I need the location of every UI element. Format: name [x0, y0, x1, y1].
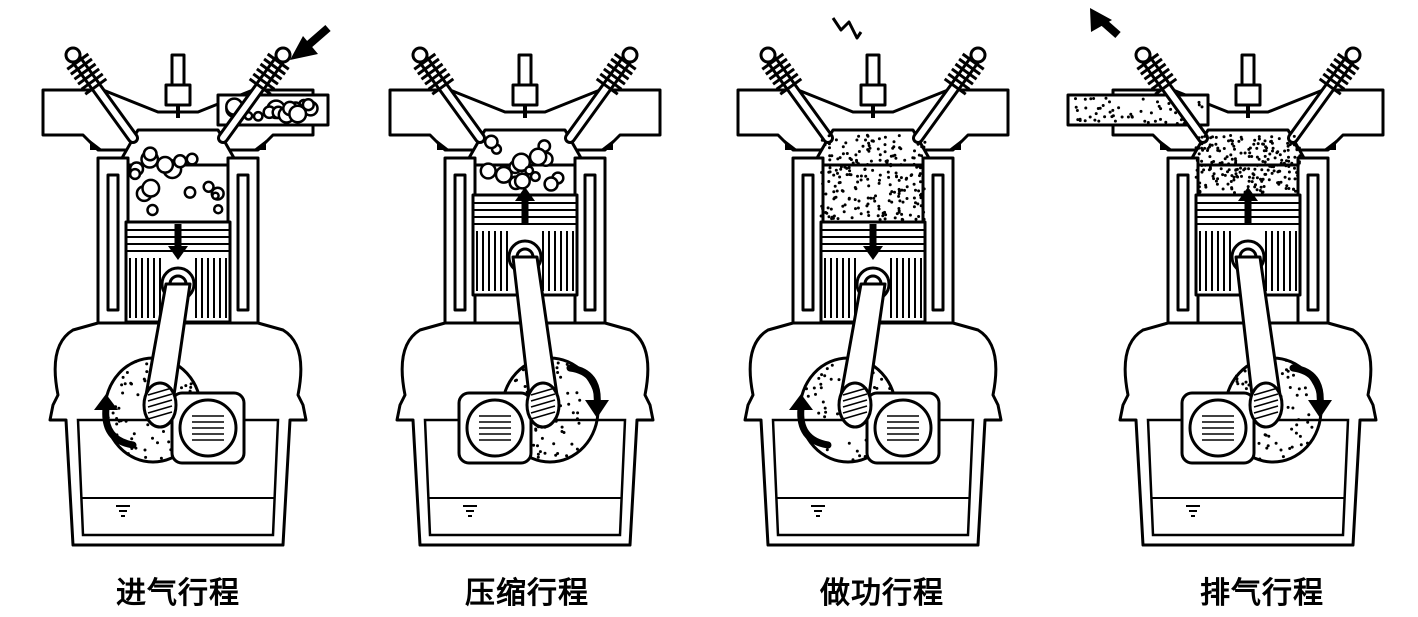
- exhaust-flow-arrow: [1090, 8, 1121, 38]
- exhaust-valve: [411, 46, 486, 144]
- crank-rotation-arrowhead: [789, 394, 813, 410]
- coolant-jacket-left: [106, 173, 120, 312]
- engine-3: [736, 17, 1010, 547]
- oil-level-symbol: [463, 505, 477, 517]
- head-notch-right: [1323, 140, 1336, 150]
- piston-down-arrow: [168, 224, 188, 260]
- coolant-jacket-right: [236, 173, 250, 312]
- oil-level-symbol: [1186, 505, 1200, 517]
- intake-flow-arrow: [290, 24, 331, 60]
- spark-plug: [859, 53, 887, 118]
- oil-sump-inner: [423, 418, 627, 537]
- engine-2: [388, 46, 662, 547]
- exhaust-valve: [1134, 46, 1209, 144]
- engine-4: [1066, 8, 1385, 547]
- cylinder-gas: [819, 133, 927, 222]
- intake-valve: [1287, 46, 1362, 144]
- head-notch-left: [90, 140, 103, 150]
- crank-rotation-arrowhead: [585, 400, 609, 418]
- head-notch-left: [437, 140, 450, 150]
- oil-level-symbol: [116, 505, 130, 517]
- crank-rotation-arrow: [566, 364, 601, 409]
- crank-pin: [142, 381, 178, 429]
- engine-1: [41, 24, 331, 547]
- head-notch-left: [785, 140, 798, 150]
- coolant-jacket-right: [931, 173, 945, 312]
- crank-pin: [837, 381, 873, 429]
- exhaust-valve: [759, 46, 834, 144]
- cylinder-mixture: [128, 146, 225, 217]
- caption-intake-stroke: 进气行程: [116, 576, 240, 611]
- exhaust-port-gas: [1074, 96, 1204, 125]
- oil-sump-inner: [1146, 418, 1350, 537]
- coolant-jacket-left: [453, 173, 467, 312]
- piston-up-arrow: [1238, 187, 1258, 223]
- intake-valve: [217, 46, 292, 144]
- cylinder-gas: [1194, 134, 1302, 195]
- coolant-jacket-right: [583, 173, 597, 312]
- spark-plug: [1234, 53, 1262, 118]
- cylinder-mixture: [479, 134, 565, 192]
- crank-rotation-arrowhead: [1308, 400, 1332, 418]
- head-notch-left: [1160, 140, 1173, 150]
- crank-pin: [1248, 381, 1284, 429]
- crank-rotation-arrow: [102, 404, 137, 449]
- piston-down-arrow: [863, 224, 883, 260]
- caption-exhaust-stroke: 排气行程: [1200, 576, 1324, 611]
- piston-up-arrow: [515, 187, 535, 223]
- coolant-jacket-left: [1176, 173, 1190, 312]
- coolant-jacket-left: [801, 173, 815, 312]
- intake-port-mixture: [225, 97, 319, 124]
- spark-symbol: [831, 17, 863, 40]
- caption-power-stroke: 做功行程: [820, 576, 944, 611]
- crank-rotation-arrow: [797, 404, 832, 449]
- head-notch-right: [600, 140, 613, 150]
- crank-rotation-arrow: [1289, 364, 1324, 409]
- exhaust-valve: [64, 46, 139, 144]
- coolant-jacket-right: [1306, 173, 1320, 312]
- oil-level-symbol: [811, 505, 825, 517]
- caption-compression-stroke: 压缩行程: [465, 576, 589, 611]
- intake-valve: [912, 46, 987, 144]
- spark-plug: [164, 53, 192, 118]
- head-notch-right: [948, 140, 961, 150]
- spark-plug: [511, 53, 539, 118]
- crank-pin: [525, 381, 561, 429]
- head-notch-right: [253, 140, 266, 150]
- crank-rotation-arrowhead: [94, 394, 118, 410]
- intake-valve: [564, 46, 639, 144]
